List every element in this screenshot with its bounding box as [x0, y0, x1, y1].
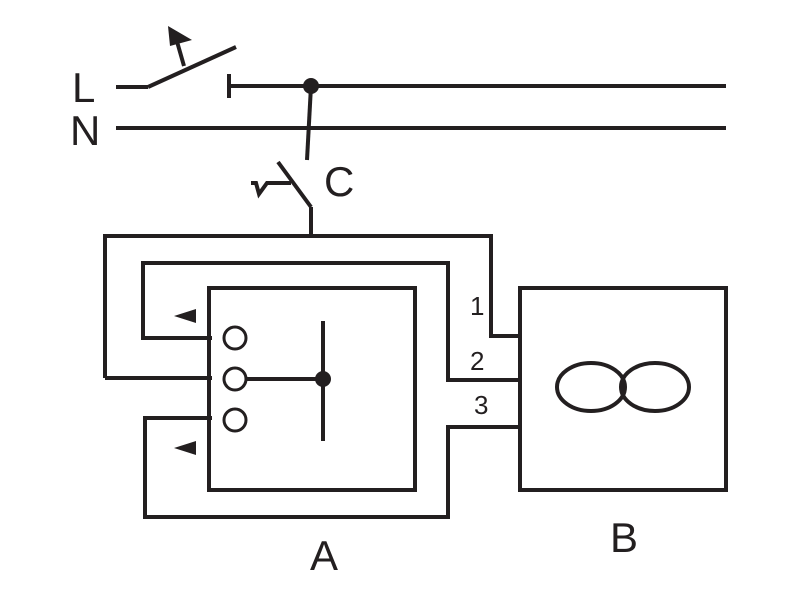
- lower-wire: [143, 416, 518, 519]
- label-switch: C: [324, 158, 354, 205]
- terminal-bottom: [222, 407, 248, 433]
- internal-junction-dot: [315, 371, 331, 387]
- arrow-icon: [168, 26, 192, 46]
- device-b-box: [518, 286, 728, 492]
- arrow-top-icon: [174, 309, 196, 323]
- label-neutral: N: [70, 107, 100, 154]
- transformer-coil-left: [555, 361, 627, 413]
- label-wire-1: 1: [470, 291, 484, 321]
- terminal-top: [222, 325, 248, 351]
- label-wire-2: 2: [470, 346, 484, 376]
- upper-wire: [141, 261, 518, 382]
- device-a-box: [207, 286, 417, 492]
- terminal-middle: [222, 366, 248, 392]
- outer-wire: [103, 234, 518, 378]
- label-wire-3: 3: [474, 390, 488, 420]
- label-device-a: A: [310, 532, 338, 579]
- arrow-bottom-icon: [174, 441, 196, 455]
- feed-wire: [305, 85, 313, 161]
- transformer-coil-right: [619, 361, 691, 413]
- switch-c: [251, 160, 313, 236]
- main-switch: [116, 26, 237, 98]
- label-line: L: [72, 64, 95, 111]
- label-device-b: B: [610, 514, 638, 561]
